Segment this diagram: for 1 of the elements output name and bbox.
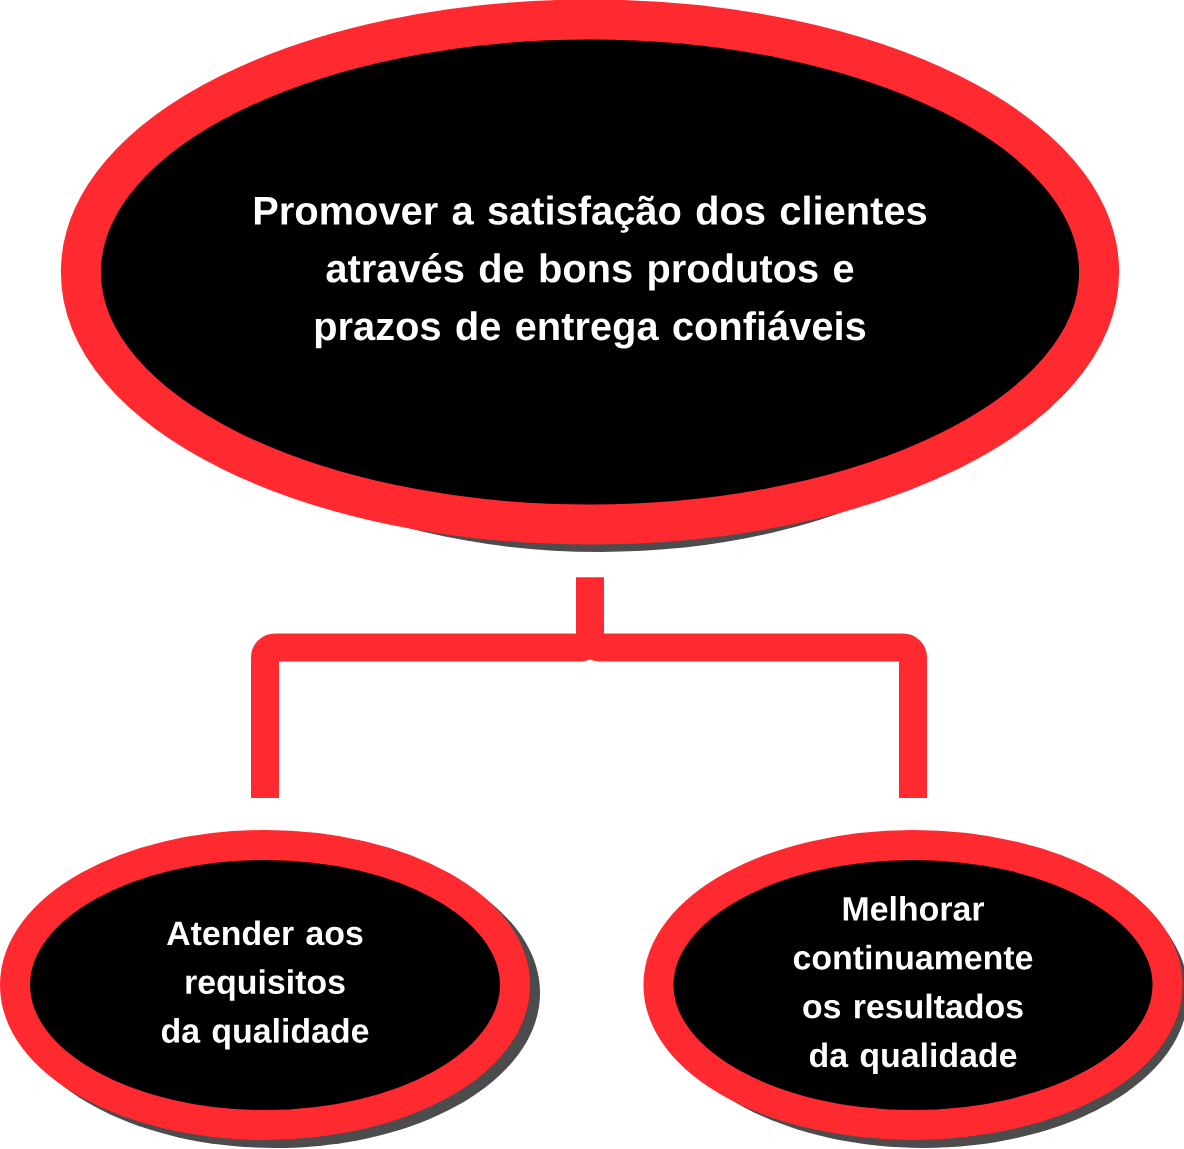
connector — [576, 577, 927, 798]
